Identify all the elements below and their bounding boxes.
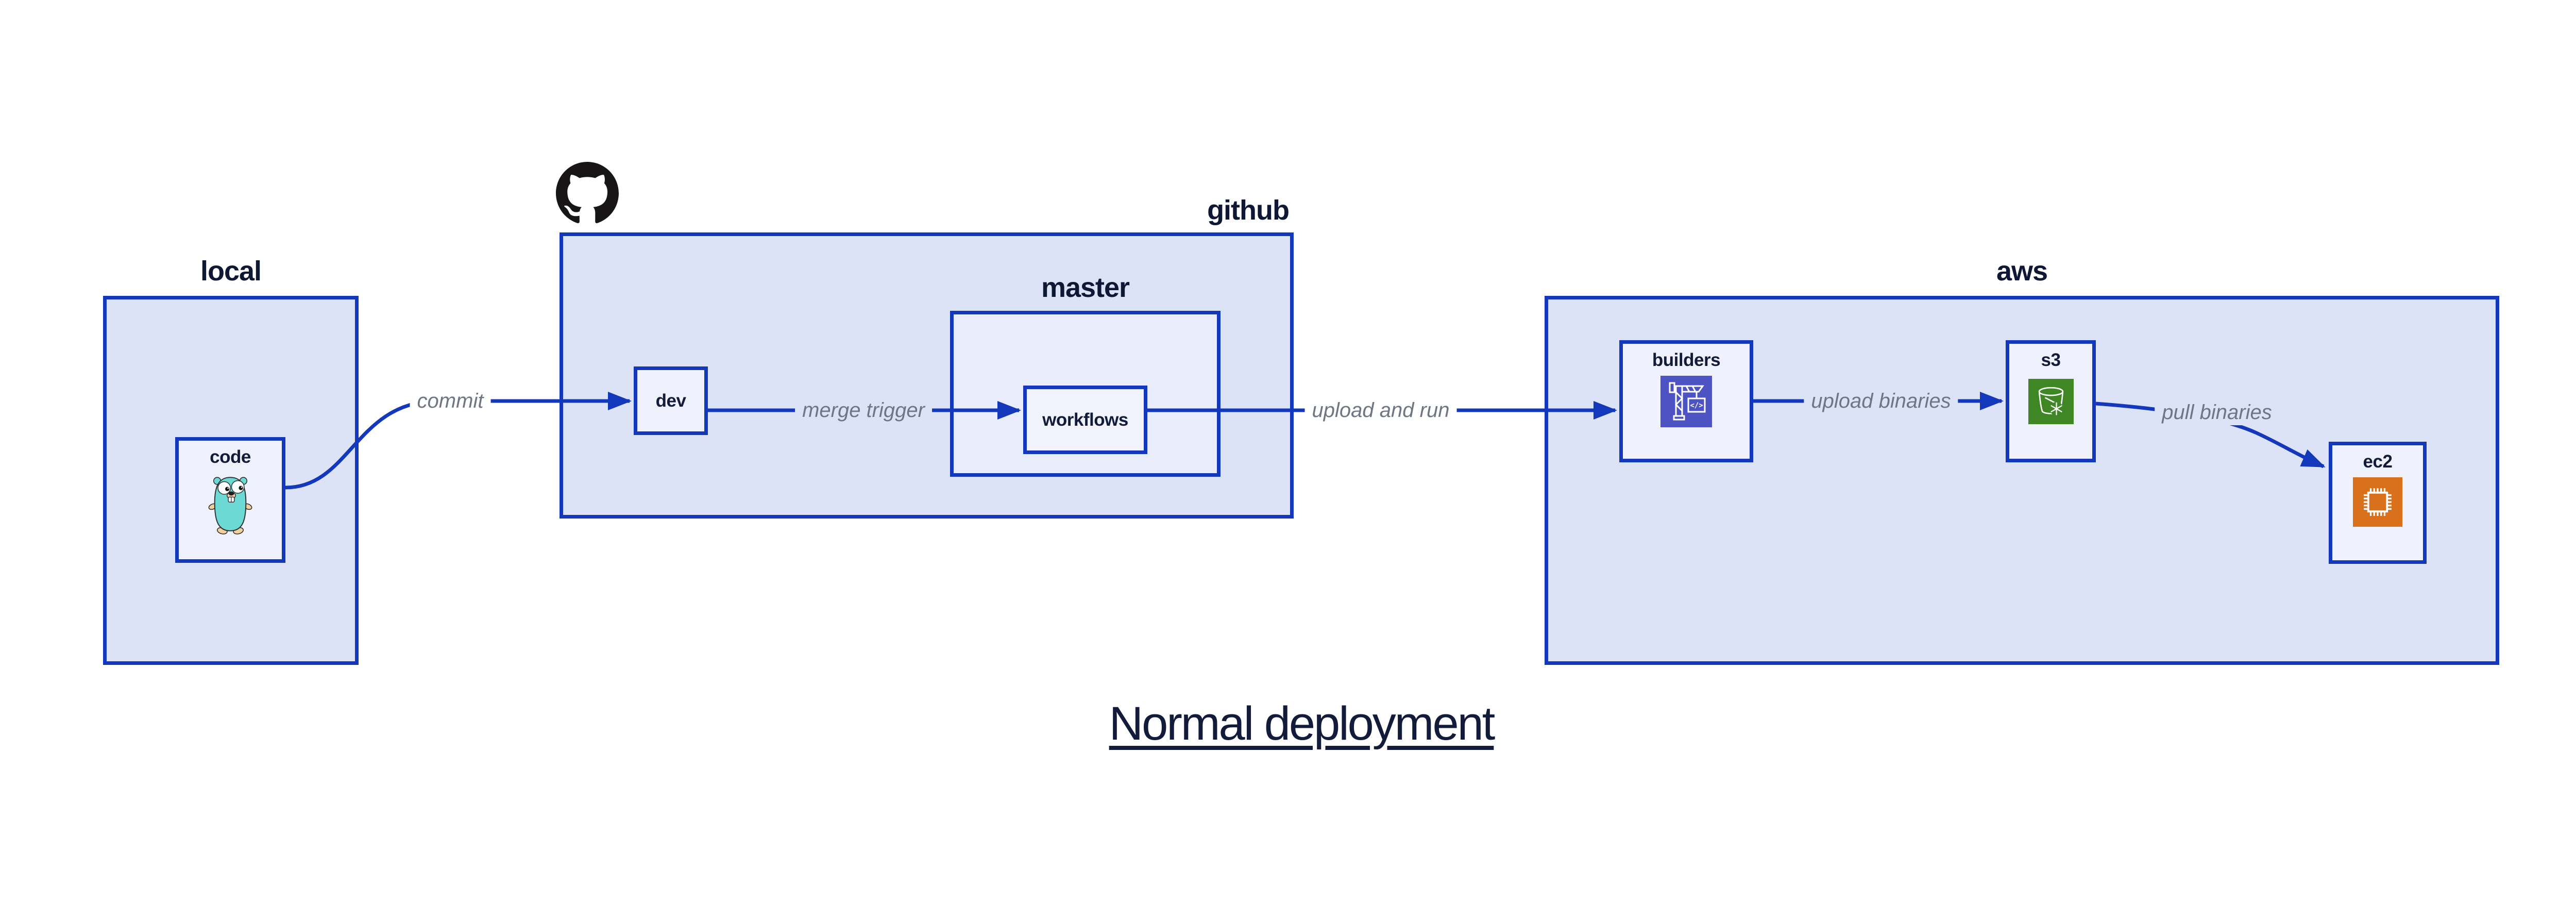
node-builders: builders </> [1619,340,1753,462]
edge-label-upload-and-run: upload and run [1304,397,1457,423]
container-github-label: github [1207,195,1290,226]
edge-label-pull-binaries: pull binaries [2155,399,2279,425]
container-local-label: local [200,256,262,287]
svg-text:</>: </> [1690,402,1703,410]
ec2-chip-icon [2353,477,2402,527]
node-dev: dev [634,366,708,435]
edge-label-upload-binaries: upload binaries [1804,388,1958,414]
node-workflows: workflows [1023,386,1147,454]
node-s3: s3 [2006,340,2096,462]
s3-glacier-bucket-icon [2028,379,2074,424]
container-aws-label: aws [1996,256,2048,287]
node-ec2-label: ec2 [2363,452,2393,472]
node-builders-label: builders [1652,350,1721,370]
github-octocat-icon [556,162,619,223]
node-workflows-label: workflows [1042,409,1128,430]
node-s3-label: s3 [2041,350,2061,370]
go-gopher-icon [208,477,252,534]
node-ec2: ec2 [2329,442,2427,564]
container-master-label: master [1041,272,1130,303]
node-dev-label: dev [655,390,686,411]
codebuild-crane-icon: </> [1660,376,1712,427]
edge-label-merge-trigger: merge trigger [795,397,932,423]
diagram-title: Normal deployment [1109,697,1496,750]
node-code: code [175,437,285,563]
edge-label-commit: commit [410,388,491,414]
node-code-label: code [210,447,251,467]
